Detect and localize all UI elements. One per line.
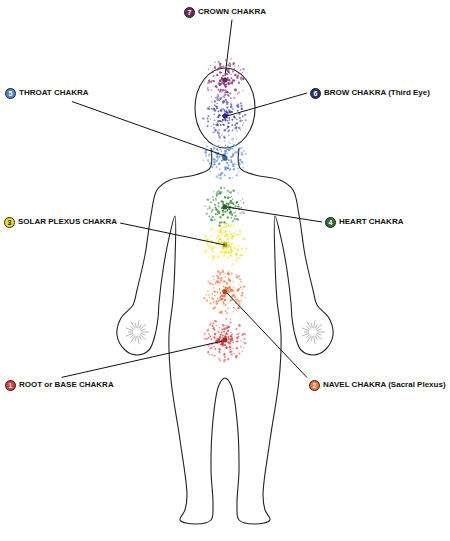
callout-number: 1: [5, 380, 16, 391]
leader-line: [120, 223, 225, 245]
leader-line: [227, 93, 307, 116]
chakra-name: THROAT CHAKRA: [19, 88, 89, 97]
leader-line: [225, 20, 232, 76]
leader-line: [227, 293, 307, 378]
callout-number: 7: [184, 7, 195, 18]
chakra-cloud: [203, 318, 246, 362]
chakra-name: NAVEL CHAKRA (Sacral Plexus): [323, 380, 446, 389]
chakra-cloud: [204, 187, 245, 227]
callout-number: 2: [309, 380, 320, 391]
chakra-name: BROW CHAKRA (Third Eye): [324, 88, 430, 97]
chakra-cloud: [203, 270, 246, 315]
chakra-label: 3SOLAR PLEXUS CHAKRA: [4, 217, 117, 228]
callout-number: 4: [325, 217, 336, 228]
chakra-name: HEART CHAKRA: [339, 217, 403, 226]
chakra-name: SOLAR PLEXUS CHAKRA: [18, 217, 117, 226]
palm-burst: [302, 320, 325, 344]
chakra-cloud: [202, 136, 247, 179]
chakra-name: ROOT or BASE CHAKRA: [19, 380, 114, 389]
callout-number: 3: [4, 217, 15, 228]
chakra-label: 4HEART CHAKRA: [325, 217, 403, 228]
chakra-cloud: [203, 222, 247, 266]
palm-burst: [126, 320, 149, 344]
callout-number: 5: [5, 88, 16, 99]
chakra-label: 2NAVEL CHAKRA (Sacral Plexus): [309, 380, 446, 391]
chakra-label: 6BROW CHAKRA (Third Eye): [310, 88, 430, 99]
chakra-cloud: [202, 94, 247, 139]
chakra-name: CROWN CHAKRA: [198, 7, 266, 16]
chakra-cloud: [204, 58, 245, 102]
leader-line: [227, 207, 322, 222]
chakra-label: 7CROWN CHAKRA: [184, 7, 266, 18]
chakra-label: 5THROAT CHAKRA: [5, 88, 89, 99]
head-outline: [195, 68, 255, 148]
leader-line: [72, 102, 225, 157]
chakra-label: 1ROOT or BASE CHAKRA: [5, 380, 114, 391]
body-outline: [117, 148, 333, 524]
leader-line: [62, 341, 223, 377]
callout-number: 6: [310, 88, 321, 99]
